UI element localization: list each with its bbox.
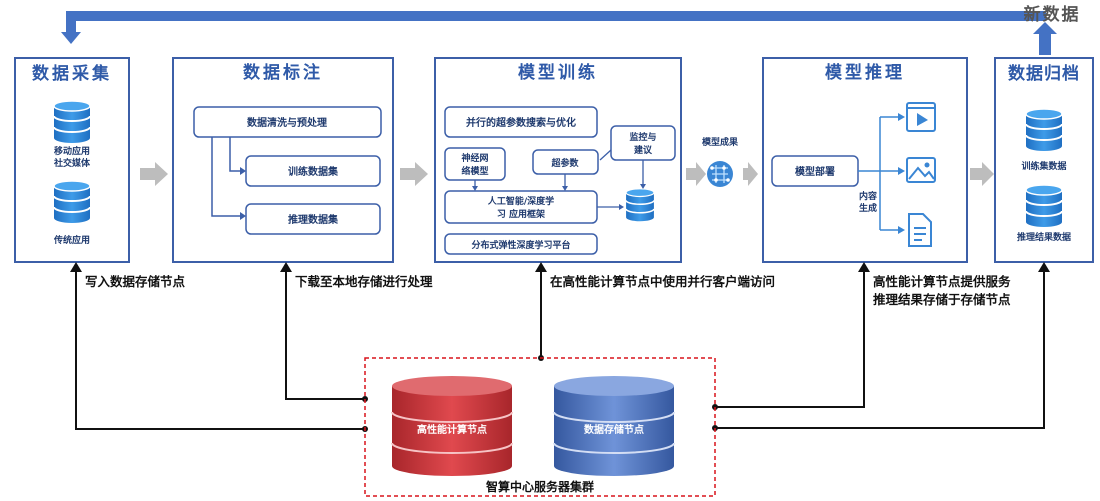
db-label-legacy: 传统应用 (53, 234, 90, 246)
db-label-social: 社交媒体 (53, 157, 91, 169)
annotation-parallel: 在高性能计算节点中使用并行客户端访问 (550, 274, 775, 289)
database-icon (625, 188, 655, 222)
storage-node-cylinder: 数据存储节点 (553, 376, 675, 476)
box-hyperparam: 超参数 (550, 157, 579, 169)
panel-data-collection: 数据采集 移动应用 社交媒体 传统应用 (14, 57, 130, 263)
panel-title-train: 模型训练 (518, 62, 598, 83)
panel-model-inference: 模型推理 模型部署 内容 生成 (762, 57, 968, 263)
panel-data-labeling: 数据标注 数据清洗与预处理 训练数据集 推理数据集 (172, 57, 394, 263)
box-nn-line2: 络模型 (461, 165, 488, 177)
db-label-mobile: 移动应用 (54, 145, 90, 157)
model-output: 模型成果 (702, 136, 739, 187)
annotation-provide: 高性能计算节点提供服务 (873, 274, 1011, 289)
box-clean: 数据清洗与预处理 (247, 116, 327, 129)
content-gen-line1: 内容 (859, 190, 877, 202)
flow-arrows (140, 162, 994, 186)
new-data-label: 新数据 (1024, 4, 1081, 25)
panel-data-archive: 数据归档 训练集数据 推理结果数据 (994, 57, 1094, 263)
box-framework-line1: 人工智能/深度学 (487, 195, 554, 207)
box-monitor-line2: 建议 (634, 144, 653, 156)
hpc-node-label: 高性能计算节点 (417, 423, 487, 436)
box-train-set: 训练数据集 (288, 165, 339, 178)
archive-train-data: 训练集数据 (1021, 160, 1066, 172)
server-cluster: 高性能计算节点 数据存储节点 智算中心服务器集群 (364, 357, 716, 497)
panel-title-label: 数据标注 (243, 62, 323, 83)
annotation-write: 写入数据存储节点 (85, 274, 186, 289)
panel-title-archive: 数据归档 (1008, 63, 1080, 84)
annotation-store: 推理结果存储于存储节点 (873, 292, 1011, 307)
content-gen-line2: 生成 (859, 202, 877, 214)
document-icon (908, 213, 932, 247)
database-icon (1025, 184, 1063, 228)
panel-title-infer: 模型推理 (825, 62, 905, 83)
box-nn-line1: 神经网 (461, 152, 488, 164)
database-icon (1025, 108, 1063, 152)
ai-brain-icon (707, 161, 733, 187)
database-icon (53, 100, 91, 144)
box-hyper-search: 并行的超参数搜索与优化 (466, 116, 576, 129)
panel-title-collect: 数据采集 (32, 63, 112, 84)
database-icon (53, 180, 91, 224)
annotation-download: 下载至本地存储进行处理 (295, 274, 433, 289)
storage-node-label: 数据存储节点 (584, 423, 644, 436)
new-data-feedback-arrow (61, 11, 1057, 55)
model-output-label: 模型成果 (702, 136, 739, 148)
box-platform: 分布式弹性深度学习平台 (471, 239, 570, 251)
box-infer-set: 推理数据集 (288, 213, 339, 226)
box-deploy: 模型部署 (795, 165, 835, 178)
box-monitor-line1: 监控与 (629, 131, 656, 143)
image-icon (906, 157, 936, 183)
cluster-name: 智算中心服务器集群 (485, 479, 594, 494)
box-framework-line2: 习 应用框架 (497, 208, 545, 220)
panel-model-training: 模型训练 并行的超参数搜索与优化 神经网 络模型 超参数 监控与 建议 人工智能… (434, 57, 682, 263)
video-icon (906, 102, 936, 132)
archive-infer-data: 推理结果数据 (1017, 231, 1071, 243)
hpc-node-cylinder: 高性能计算节点 (391, 376, 513, 476)
cluster-connectors (75, 270, 1045, 430)
